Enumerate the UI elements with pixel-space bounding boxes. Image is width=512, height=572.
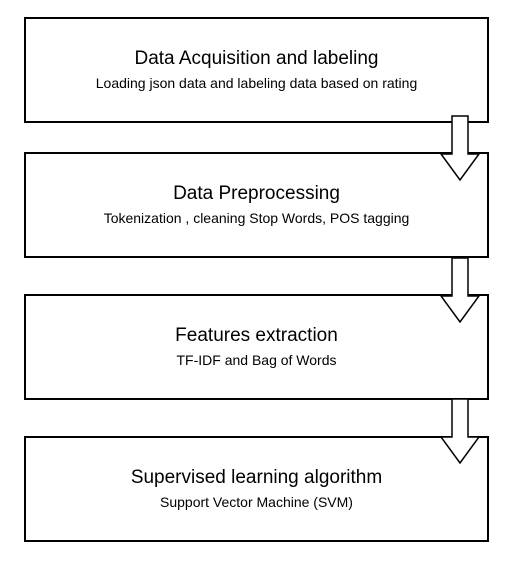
step-title: Data Acquisition and labeling (134, 48, 379, 69)
step-data-acquisition-box: Data Acquisition and labeling Loading js… (24, 17, 489, 123)
step-title: Features extraction (175, 325, 338, 346)
step-data-preprocessing-box: Data Preprocessing Tokenization , cleani… (24, 152, 489, 258)
step-subtitle: Support Vector Machine (SVM) (160, 494, 353, 510)
step-subtitle: Loading json data and labeling data base… (95, 75, 418, 91)
step-subtitle: Tokenization , cleaning Stop Words, POS … (103, 210, 410, 226)
down-arrow-icon (440, 115, 480, 181)
step-features-extraction-box: Features extraction TF-IDF and Bag of Wo… (24, 294, 489, 400)
step-title: Data Preprocessing (173, 183, 340, 204)
step-title: Supervised learning algorithm (130, 467, 383, 488)
down-arrow-icon (440, 398, 480, 464)
down-arrow-icon (440, 257, 480, 323)
step-subtitle: TF-IDF and Bag of Words (176, 352, 337, 368)
step-supervised-learning-box: Supervised learning algorithm Support Ve… (24, 436, 489, 542)
